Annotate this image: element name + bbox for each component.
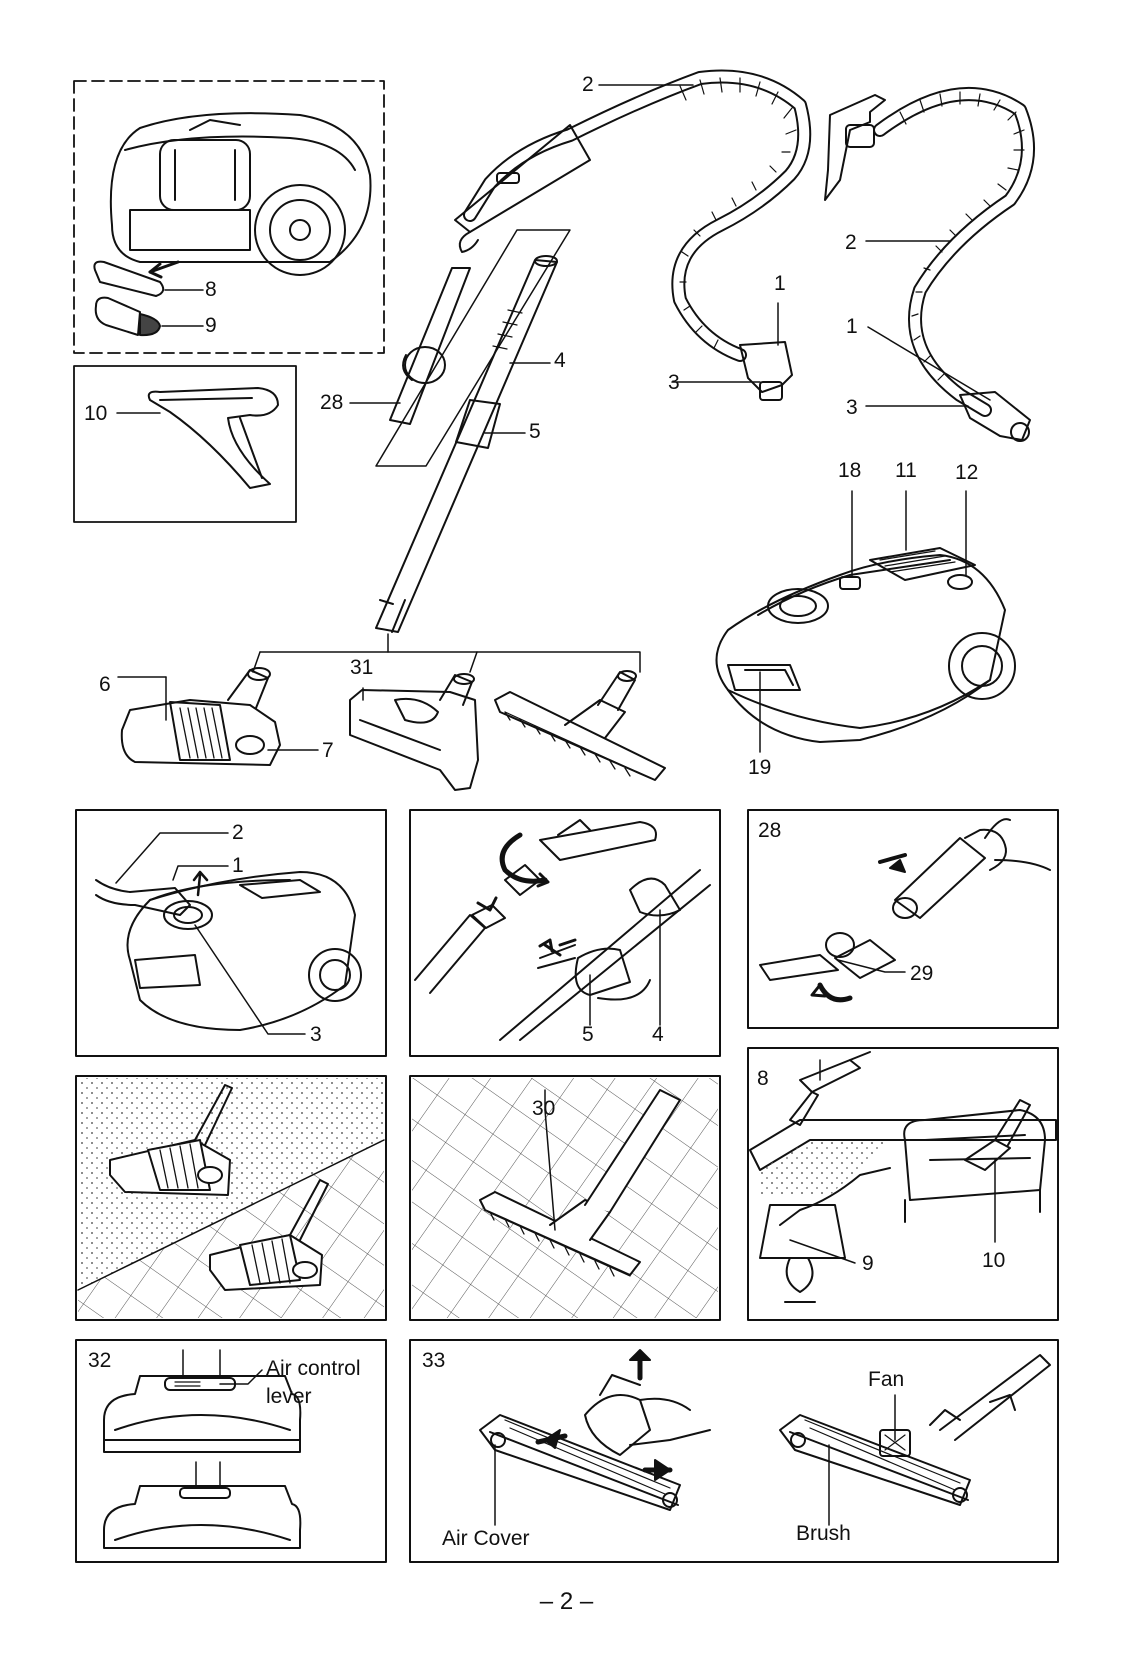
storage-box xyxy=(74,81,384,353)
turbo-brush-label: Brush xyxy=(796,1522,851,1546)
panel-adaptor-callout-29: 29 xyxy=(910,963,933,985)
page-number: – 2 – xyxy=(0,1588,1133,1616)
callout-7-nozzle-switch: 7 xyxy=(322,740,334,762)
callout-4-telescopic-tube: 4 xyxy=(554,350,566,372)
panel-hose-callout-2: 2 xyxy=(232,822,244,844)
panel-adaptor xyxy=(748,810,1058,1028)
callout-3-hose-right: 3 xyxy=(846,397,858,419)
callout-19-front-handle: 19 xyxy=(748,757,771,779)
panel-acc-callout-10: 10 xyxy=(982,1250,1005,1272)
callout-9-dust-brush: 9 xyxy=(205,315,217,337)
panel-air-number: 32 xyxy=(88,1350,111,1372)
callout-3-hose-left: 3 xyxy=(668,372,680,394)
panel-turbo-number: 33 xyxy=(422,1350,445,1372)
callout-11-control-panel: 11 xyxy=(895,460,917,482)
panel-tube-callout-5: 5 xyxy=(582,1024,594,1046)
panel-adaptor-number: 28 xyxy=(758,820,781,842)
panel-acc-callout-9: 9 xyxy=(862,1253,874,1275)
callout-31-turbo-nozzle: 31 xyxy=(350,657,373,679)
panel-accessories xyxy=(748,1048,1058,1320)
turbo-fan-label: Fan xyxy=(868,1368,904,1392)
panel-carpet-floor xyxy=(76,1076,386,1320)
callout-10-upholstery-nozzle: 10 xyxy=(84,403,107,425)
hose-right xyxy=(825,92,1030,441)
hose-left xyxy=(455,77,804,400)
panel-acc-callout-8: 8 xyxy=(757,1068,769,1090)
callout-2-hose-right: 2 xyxy=(845,232,857,254)
panel-tube-assembly xyxy=(410,810,720,1056)
parquet-nozzle xyxy=(495,671,665,780)
air-control-lever-label-line2: lever xyxy=(266,1385,312,1409)
callout-1-hose-right: 1 xyxy=(846,316,858,338)
callout-1-hose-left: 1 xyxy=(774,273,786,295)
vacuum-cleaner-main xyxy=(717,491,1016,752)
panel-hose-callout-3: 3 xyxy=(310,1024,322,1046)
callout-5-tube-clip: 5 xyxy=(529,421,541,443)
turbo-air-cover-label: Air Cover xyxy=(442,1527,530,1551)
callout-28-adaptor: 28 xyxy=(320,392,343,414)
turbo-nozzle xyxy=(350,674,478,790)
combination-nozzle xyxy=(118,668,318,765)
tube-assembly xyxy=(253,230,640,672)
panel-floor-brush xyxy=(410,1076,720,1320)
callout-2-hose-left: 2 xyxy=(582,74,594,96)
panel-hose-connect xyxy=(76,810,386,1056)
panel-hose-callout-1: 1 xyxy=(232,855,244,877)
callout-12-power-button: 12 xyxy=(955,462,978,484)
callout-8-crevice-nozzle: 8 xyxy=(205,279,217,301)
air-control-lever-label-line1: Air control xyxy=(266,1357,361,1381)
upholstery-nozzle-box xyxy=(74,366,296,522)
callout-18-indicator: 18 xyxy=(838,460,861,482)
panel-tube-callout-4: 4 xyxy=(652,1024,664,1046)
callout-6-combination-nozzle: 6 xyxy=(99,674,111,696)
panel-floor-callout-30: 30 xyxy=(532,1098,555,1120)
